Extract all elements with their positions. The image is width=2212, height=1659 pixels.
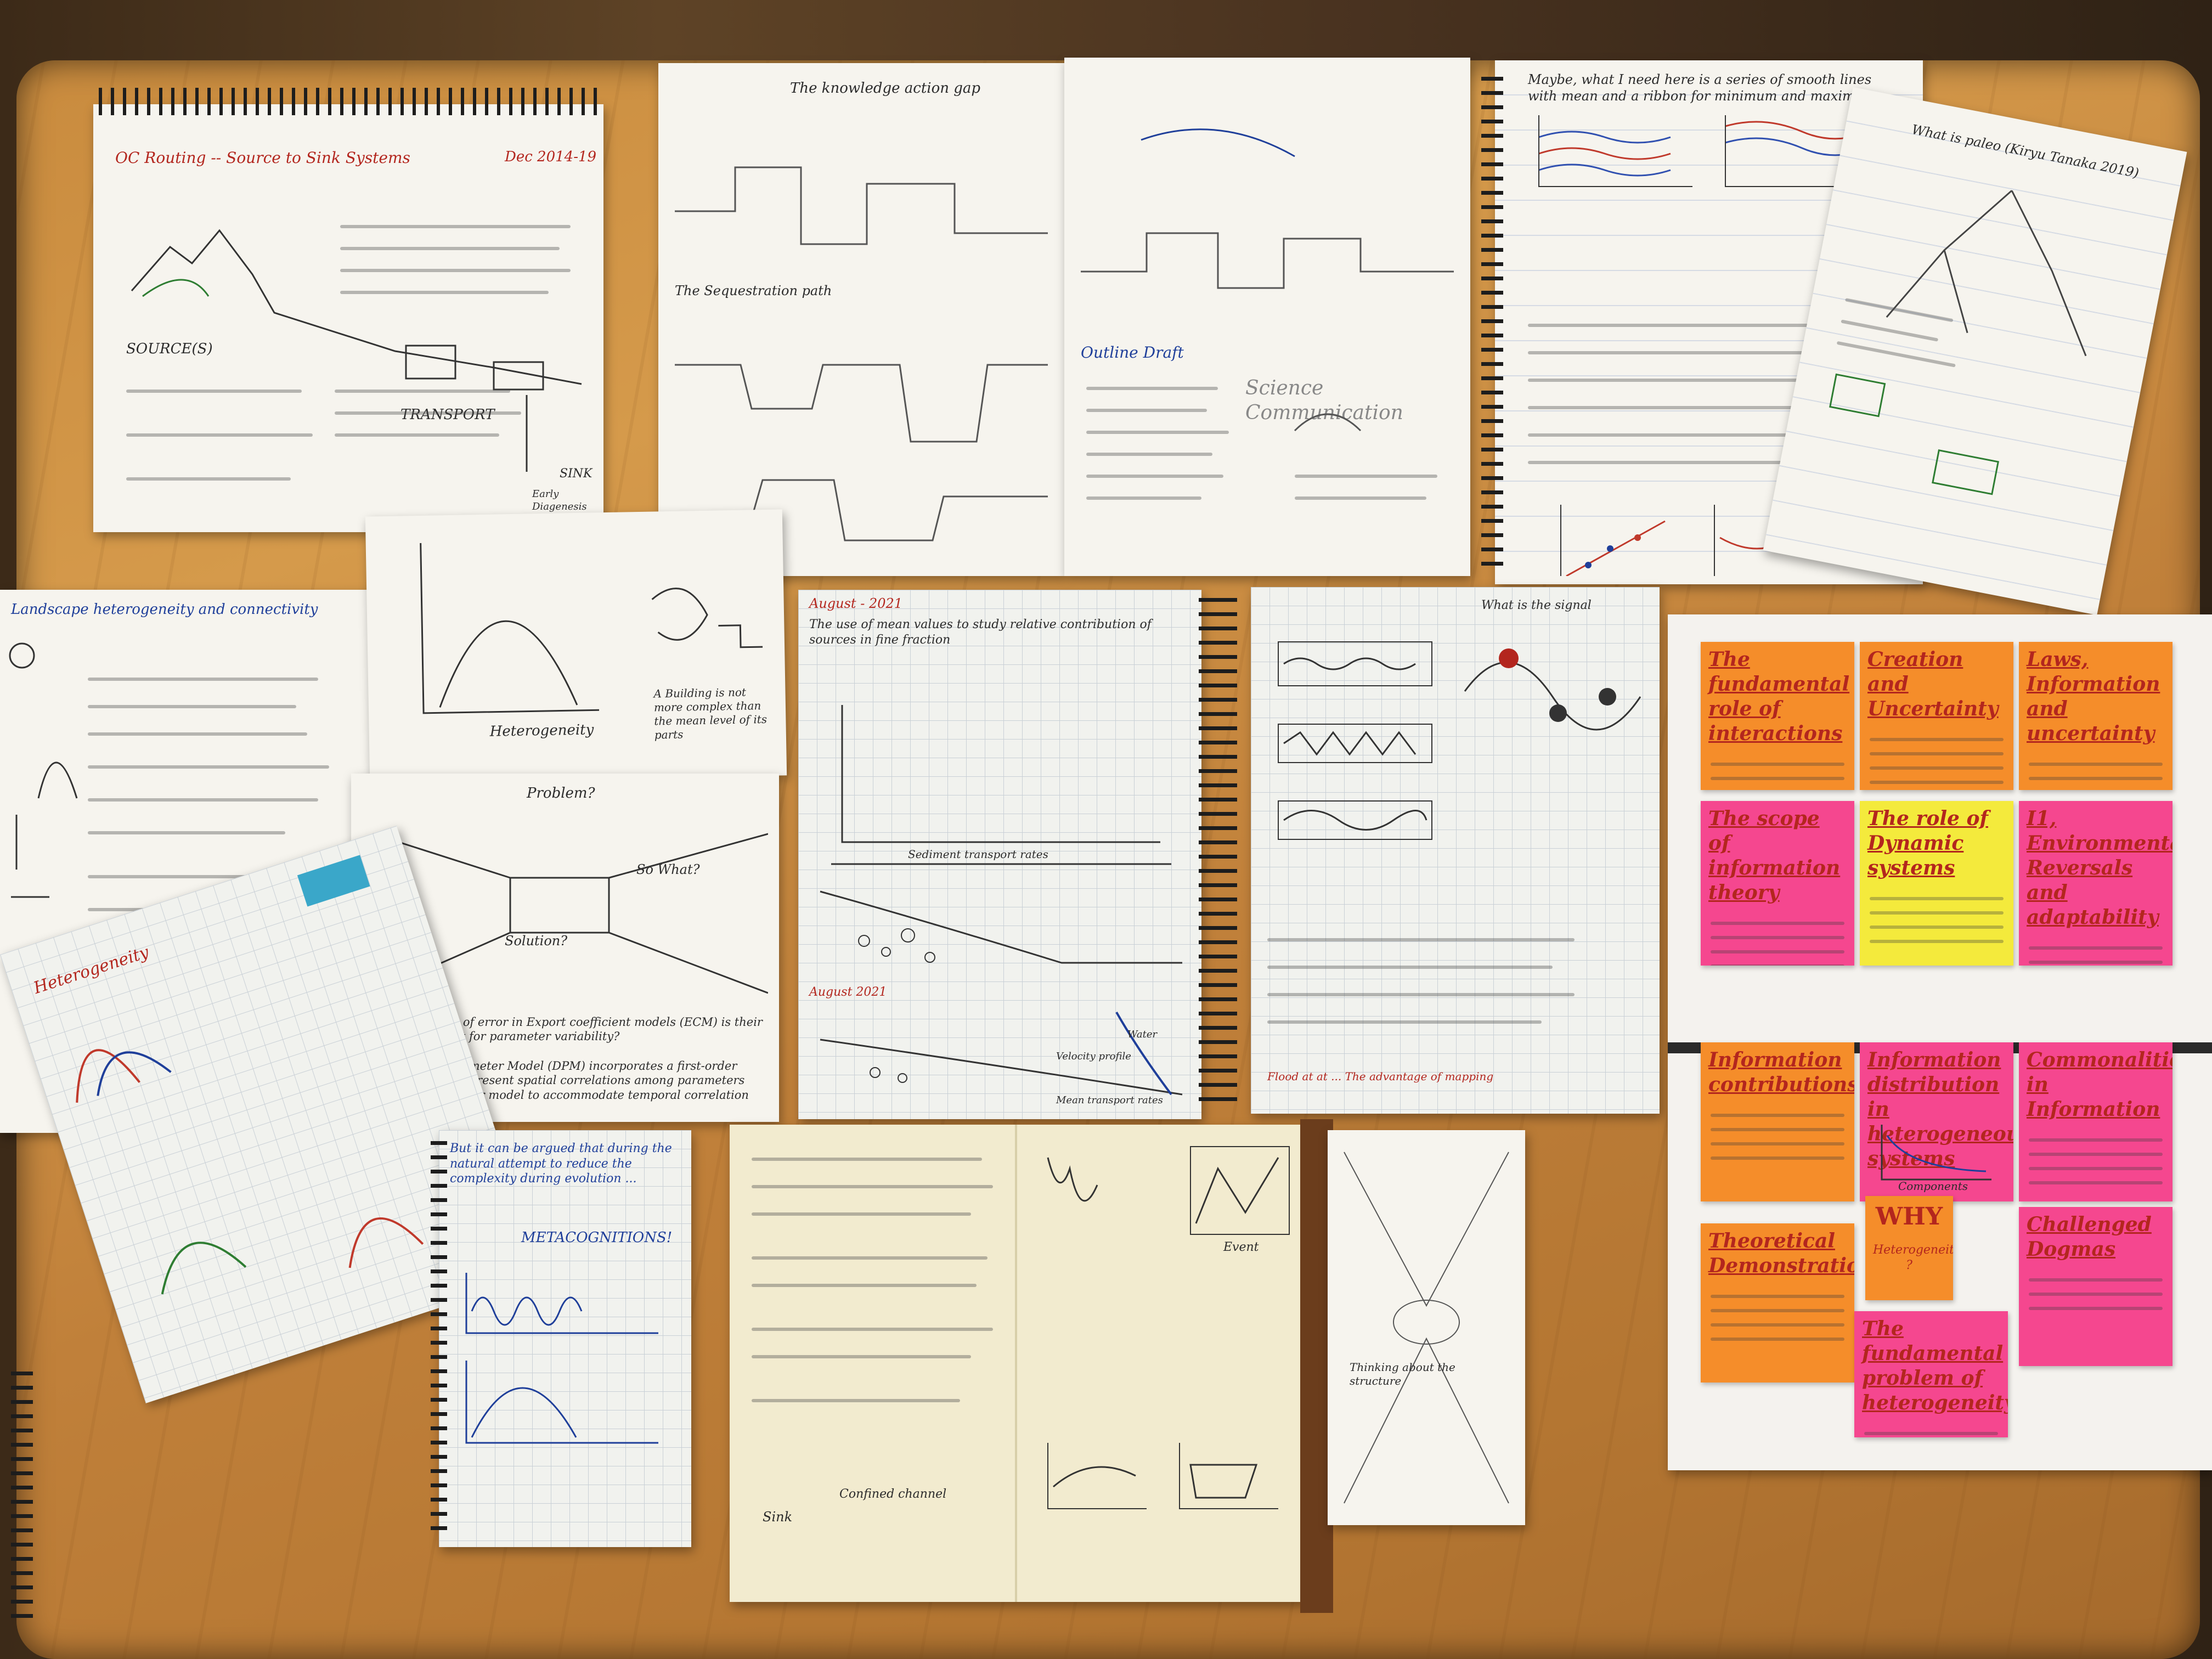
note-why: WHY Heterogeneity ? <box>1865 1196 1953 1300</box>
notebook-top-left: OC Routing -- Source to Sink Systems Dec… <box>93 104 603 532</box>
spiral-binding-right <box>1481 77 1503 571</box>
sheet-heterogeneity: Heterogeneity A Building is not more com… <box>365 509 787 783</box>
notebook-top-middle-right-page: Outline Draft Science Communication <box>1064 58 1470 576</box>
knowledge-action-sketch <box>675 166 1048 541</box>
note-laws-information: Laws, Information and uncertainty <box>2019 642 2172 790</box>
signal-diagram <box>1278 641 1641 840</box>
so-what-label: So What? <box>636 862 700 877</box>
cream-sink-label: Sink <box>763 1509 793 1525</box>
source-to-sink-sketch <box>131 229 582 472</box>
side-title: The Sequestration path <box>675 283 832 298</box>
label-velocity: Velocity profile <box>1056 1051 1131 1062</box>
note-title: The role of Dynamic systems <box>1867 807 1988 879</box>
note-title: Information contributions <box>1708 1048 1854 1096</box>
top-right-caption: Maybe, what I need here is a series of s… <box>1528 72 1876 104</box>
label-water: Water <box>1127 1029 1158 1040</box>
label-transport: TRANSPORT <box>400 407 495 423</box>
building-note: A Building is not more complex than the … <box>653 685 768 742</box>
notebook-top-middle-left-page: The knowledge action gap The Sequestrati… <box>658 63 1064 576</box>
loose-sheet-far-right: What is paleo (Kiryu Tanaka 2019) <box>1763 87 2187 616</box>
signal-label: What is the signal <box>1481 599 1592 612</box>
center-heading: The use of mean values to study relative… <box>809 618 1152 647</box>
why-word: WHY <box>1875 1203 1943 1231</box>
mid-left-heading: Landscape heterogeneity and connectivity <box>11 601 318 618</box>
label-diagenesis: Early Diagenesis <box>532 488 587 512</box>
label-source: SOURCE(S) <box>126 341 213 357</box>
label-sink: SINK <box>560 467 592 481</box>
cream-channel-label: Confined channel <box>839 1487 947 1501</box>
note-title: The scope of information theory <box>1708 807 1841 904</box>
sticky-tab <box>297 855 370 907</box>
problem-title: Problem? <box>527 785 595 802</box>
heterogeneity-curve <box>420 543 763 714</box>
solution-label: Solution? <box>505 933 568 949</box>
note-title: Theoretical Demonstrations <box>1708 1229 1854 1277</box>
mid-left-diagram <box>9 642 78 898</box>
notebook-bottom-cream: Event Sink Confined channel <box>730 1125 1306 1602</box>
spiral-binding <box>99 88 598 115</box>
spiral-binding-bottom-left <box>11 1372 33 1624</box>
notebook-bottom-left: Heterogeneity <box>0 826 543 1403</box>
center-word: Science Communication <box>1245 377 1403 424</box>
notebook-bottom-blue: But it can be argued that during the nat… <box>439 1130 691 1547</box>
sediment-diagram <box>820 705 1183 1096</box>
center-date2: August 2021 <box>809 985 887 999</box>
note-title: Laws, Information and uncertainty <box>2027 648 2160 745</box>
note-challenged-dogmas: Challenged Dogmas <box>2019 1207 2172 1366</box>
blue-diagrams <box>465 1273 658 1444</box>
note-creation-uncertainty: Creation and Uncertainty <box>1860 642 2013 790</box>
blue-heading: But it can be argued that during the nat… <box>450 1142 672 1186</box>
center-date1: August - 2021 <box>809 596 903 611</box>
chart-label: Components <box>1898 1180 1968 1193</box>
notebook-title: OC Routing -- Source to Sink Systems <box>115 149 410 167</box>
label-sediment-rates: Sediment transport rates <box>908 848 1048 861</box>
note-fundamental-role: The fundamental role of interactions <box>1701 642 1854 790</box>
problem-box-diagram <box>373 833 768 994</box>
cream-event-label: Event <box>1223 1240 1259 1254</box>
cream-sketches <box>1047 1146 1290 1509</box>
note-information-contributions: Information contributions <box>1701 1042 1854 1201</box>
note-scope-information: The scope of information theory <box>1701 801 1854 966</box>
note-title: Commonalities in Information <box>2027 1048 2172 1121</box>
note-theoretical-demonstrations: Theoretical Demonstrations <box>1701 1223 1854 1383</box>
note-commonalities: Commonalities in Information <box>2019 1042 2172 1201</box>
distribution-curve <box>1881 1125 1991 1181</box>
outline-heading: Outline Draft <box>1081 343 1184 362</box>
note-environmental-reversals: I1, Environmental Reversals and adaptabi… <box>2019 801 2172 966</box>
notebook-date: Dec 2014-19 <box>505 149 597 165</box>
bottom-left-curves <box>76 1049 424 1295</box>
signal-footer: Flood at at ... The advantage of mapping <box>1267 1070 1494 1083</box>
card-star-sketch <box>1344 1152 1509 1504</box>
notebook-center-left: August - 2021 The use of mean values to … <box>798 590 1201 1119</box>
page-title: The knowledge action gap <box>790 80 981 97</box>
note-heterogeneity-problem: The fundamental problem of heterogeneity <box>1854 1311 2008 1437</box>
center-spiral <box>1199 598 1237 1108</box>
tree-sketch <box>1829 190 2087 495</box>
card-label: Thinking about the structure <box>1350 1361 1455 1387</box>
note-title: The fundamental problem of heterogeneity <box>1862 1317 2008 1414</box>
notebook-center-right: What is the signal Flood at at ... The a… <box>1251 587 1660 1114</box>
x-axis-label: Heterogeneity <box>489 721 594 740</box>
spiral-bottom-blue <box>431 1141 447 1536</box>
note-dynamic-systems: The role of Dynamic systems <box>1860 801 2013 966</box>
outline-sketch <box>1081 128 1454 432</box>
card-sketch: Thinking about the structure <box>1328 1130 1525 1525</box>
note-title: I1, Environmental Reversals and adaptabi… <box>2027 807 2172 929</box>
note-title: Creation and Uncertainty <box>1867 648 1999 720</box>
metacognitions-label: METACOGNITIONS! <box>521 1229 673 1246</box>
note-information-distribution: Information distribution in heterogeneou… <box>1860 1042 2013 1201</box>
why-sub: Heterogeneity ? <box>1873 1243 1953 1272</box>
note-title: Challenged Dogmas <box>2027 1213 2152 1261</box>
label-mean-transport: Mean transport rates <box>1056 1094 1163 1106</box>
note-title: The fundamental role of interactions <box>1708 648 1850 745</box>
